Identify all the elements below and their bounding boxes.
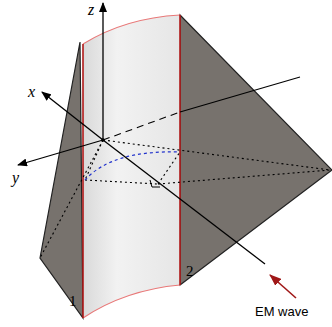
wave-label: EM wave — [255, 305, 308, 318]
plate-1 — [40, 42, 83, 318]
axis-label: x — [28, 84, 35, 100]
callout-number: 2 — [186, 264, 194, 279]
axis-label: z — [88, 2, 94, 18]
plate-2 — [180, 15, 332, 285]
axis-label: y — [12, 170, 19, 186]
callout-number: 1 — [69, 294, 77, 309]
cylinder-surface — [83, 15, 180, 318]
